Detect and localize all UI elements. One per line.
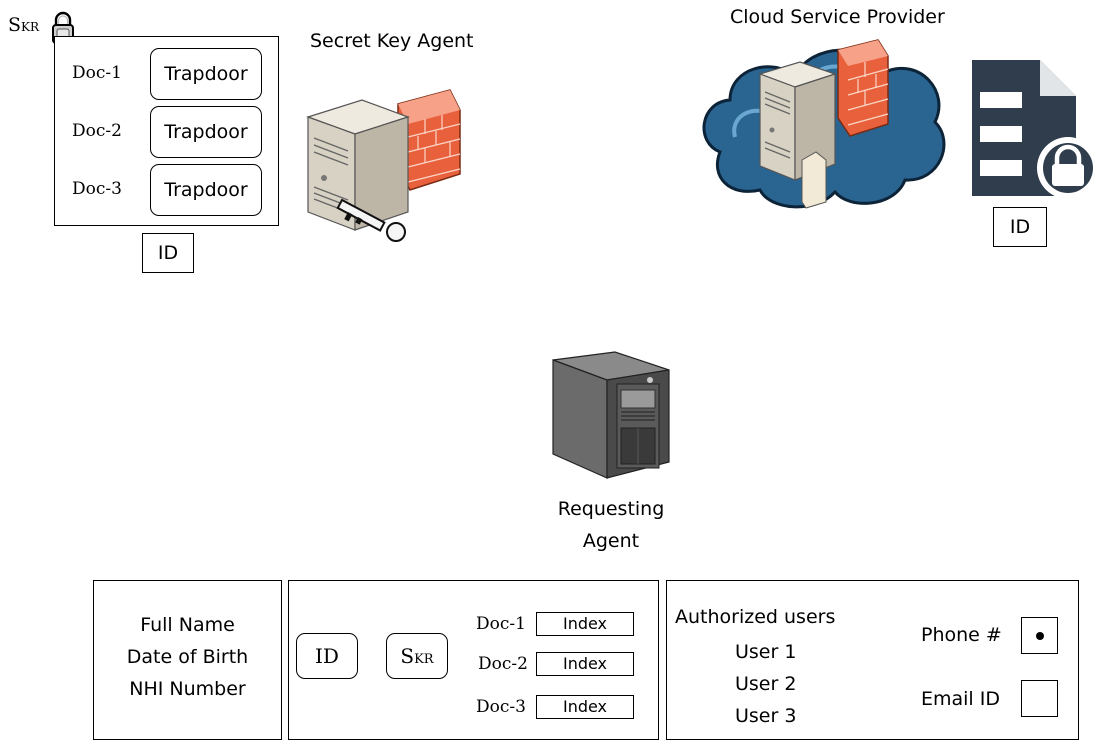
email-radio[interactable]: [1021, 680, 1058, 717]
cloud-id-box: ID: [993, 207, 1047, 247]
key-server-icon: [306, 89, 461, 242]
record-doc-3-label: Doc-3: [476, 697, 526, 717]
owner-doc-3-label: Doc-3: [72, 179, 122, 199]
authorized-users-list: User 1 User 2 User 3: [735, 636, 796, 732]
owner-doc-3-trapdoor: Trapdoor: [150, 164, 262, 216]
requesting-agent-server-icon: [552, 351, 670, 479]
secret-key-agent-title: Secret Key Agent: [310, 30, 474, 52]
owner-id-box: ID: [142, 233, 194, 273]
record-access-panel: [666, 580, 1079, 740]
phone-label: Phone #: [921, 624, 1002, 646]
record-doc-3-index: Index: [536, 695, 634, 719]
field-nhi-number: NHI Number: [129, 678, 246, 700]
record-doc-2-index: Index: [536, 652, 634, 676]
owner-doc-2-trapdoor: Trapdoor: [150, 106, 262, 158]
owner-doc-1-label: Doc-1: [72, 63, 122, 83]
encrypted-document-icon: [972, 60, 1099, 199]
record-doc-1-label: Doc-1: [476, 614, 526, 634]
owner-doc-1-trapdoor: Trapdoor: [150, 48, 262, 100]
field-full-name: Full Name: [140, 614, 235, 636]
record-doc-2-label: Doc-2: [478, 654, 528, 674]
cloud-service-provider-title: Cloud Service Provider: [730, 6, 945, 28]
record-doc-1-index: Index: [536, 612, 634, 636]
skr-label: SKR: [8, 14, 40, 36]
requesting-agent-label: Requesting Agent: [557, 498, 665, 552]
radio-selected-dot-icon: [1035, 631, 1044, 640]
owner-doc-2-label: Doc-2: [72, 121, 122, 141]
phone-radio[interactable]: [1021, 617, 1058, 654]
user-1: User 1: [735, 641, 797, 663]
user-2: User 2: [735, 673, 797, 695]
record-id-box: ID: [296, 633, 358, 679]
cloud-server-icon: [702, 39, 946, 209]
authorized-users-title: Authorized users: [675, 606, 836, 628]
email-label: Email ID: [921, 688, 1000, 710]
record-fields-panel: Full Name Date of Birth NHI Number: [93, 580, 282, 740]
user-3: User 3: [735, 705, 797, 727]
field-date-of-birth: Date of Birth: [126, 646, 249, 668]
